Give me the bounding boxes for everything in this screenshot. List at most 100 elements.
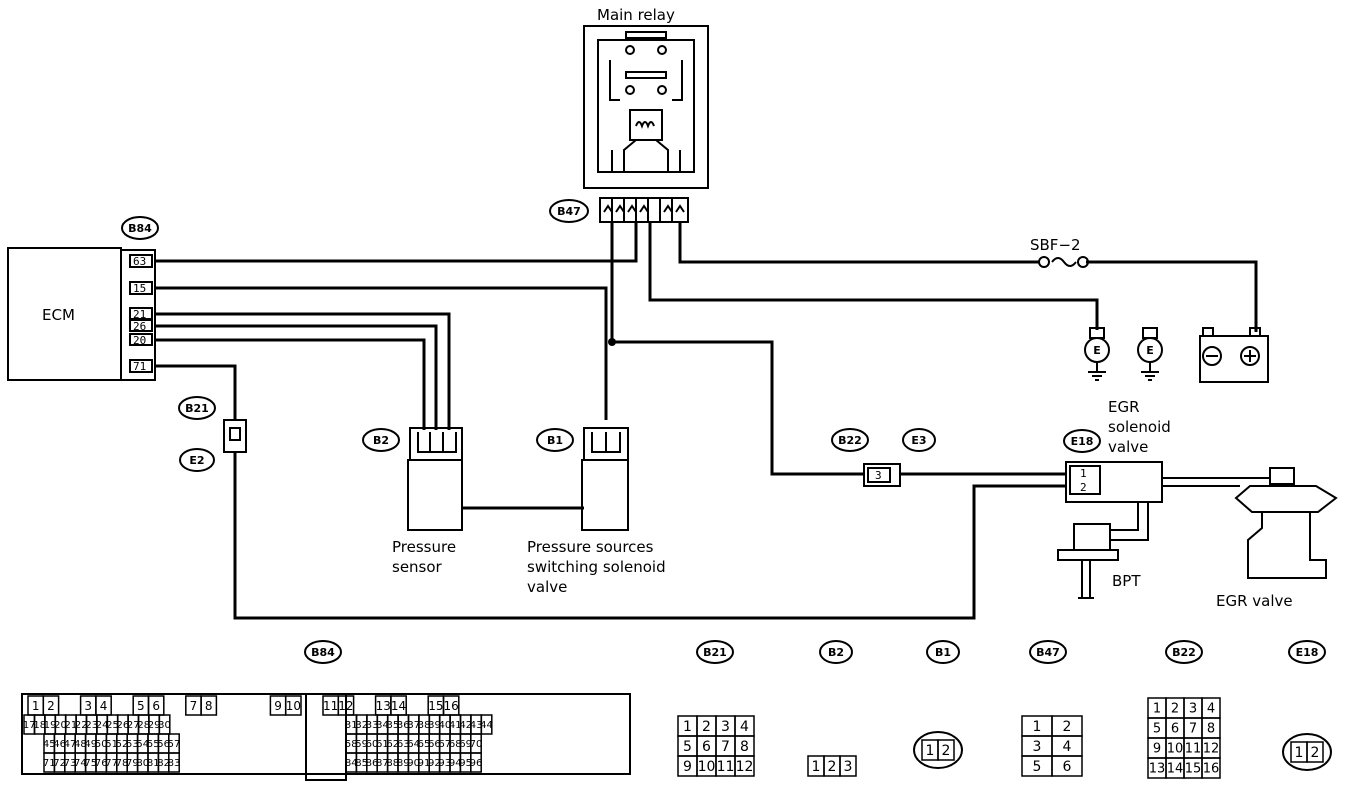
svg-text:3: 3: [875, 469, 882, 482]
pin-label: 70: [470, 739, 483, 750]
ecm-pin-63: 63: [129, 254, 153, 268]
svg-text:valve: valve: [1108, 438, 1148, 456]
pin-label: 79: [126, 758, 139, 769]
svg-text:B84: B84: [128, 222, 152, 235]
egr-valve: EGR valve: [1216, 467, 1338, 610]
ecm-pin-15: 15: [129, 281, 153, 295]
pin-label: 10: [286, 699, 301, 713]
pin-label: 4: [740, 719, 749, 735]
pin-label: 2: [1063, 719, 1072, 735]
pin-label: 16: [1203, 762, 1220, 777]
pin-label: 18: [33, 720, 46, 731]
svg-text:E3: E3: [911, 434, 926, 447]
pin-label: 3: [844, 759, 853, 775]
svg-text:Pressure: Pressure: [392, 538, 456, 556]
pin-label: 5: [1153, 722, 1161, 737]
pin-label: 83: [168, 758, 181, 769]
pin-label: 71: [43, 758, 56, 769]
svg-text:15: 15: [133, 282, 146, 295]
pin-label: 73: [64, 758, 77, 769]
pin-label: 15: [428, 699, 443, 713]
svg-text:E18: E18: [1071, 435, 1094, 448]
svg-text:B22: B22: [1172, 646, 1196, 659]
pin-label: 3: [721, 719, 730, 735]
pin-label: 1: [812, 759, 821, 775]
pin-label: 3: [1033, 739, 1042, 755]
pin-label: 46: [53, 739, 66, 750]
pin-label: 5: [137, 699, 145, 713]
pin-label: 7: [190, 699, 198, 713]
svg-text:26: 26: [133, 320, 146, 333]
pin-label: 45: [43, 739, 56, 750]
pin-label: 10: [698, 759, 716, 775]
ecm-pin-26: 26: [129, 319, 153, 333]
pin-label: 1: [32, 699, 40, 713]
pin-label: 77: [105, 758, 118, 769]
pin-label: 63: [397, 739, 410, 750]
pin-label: 41: [449, 720, 462, 731]
pin-label: 6: [702, 739, 711, 755]
egr-solenoid-valve: EGR solenoid valve E18 1 2: [1063, 398, 1270, 541]
pin-label: 89: [397, 758, 410, 769]
pin-label: 23: [85, 720, 98, 731]
pin-label: 90: [407, 758, 420, 769]
pin-label: 24: [96, 720, 109, 731]
pin-label: 1: [1153, 702, 1161, 717]
svg-text:B2: B2: [373, 434, 389, 447]
pin-label: 11: [1185, 742, 1202, 757]
pin-label: 7: [1189, 722, 1197, 737]
bottom-label-b47: B47: [1029, 640, 1067, 664]
sbf-2-fuse: SBF−2: [1030, 236, 1089, 268]
pin-label: 39: [428, 720, 441, 731]
svg-text:Pressure sources: Pressure sources: [527, 538, 654, 556]
pin-label: 69: [459, 739, 472, 750]
pin-label: 13: [376, 699, 391, 713]
b47-badge: B47: [549, 199, 589, 223]
svg-text:B1: B1: [547, 434, 563, 447]
bottom-label-e18: E18: [1288, 640, 1326, 664]
svg-text:EGR: EGR: [1108, 398, 1140, 416]
pin-label: 96: [470, 758, 483, 769]
b22-e3-connector: B22 E3 3: [831, 428, 936, 487]
pin-label: 80: [136, 758, 149, 769]
pin-label: 81: [147, 758, 160, 769]
pin-label: 12: [338, 699, 353, 713]
pin-label: 2: [828, 759, 837, 775]
pin-label: 93: [438, 758, 451, 769]
pin-label: 94: [449, 758, 462, 769]
pin-label: 68: [449, 739, 462, 750]
pin-label: 1: [1295, 745, 1304, 761]
ecm: ECM 63 15 21 26 20 71: [7, 247, 156, 381]
pin-label: 67: [438, 739, 451, 750]
pin-label: 34: [376, 720, 389, 731]
pin-label: 16: [444, 699, 459, 713]
pin-label: 54: [136, 739, 149, 750]
svg-text:2: 2: [1080, 481, 1087, 494]
pin-label: 11: [717, 759, 735, 775]
pin-label: 30: [158, 720, 171, 731]
pin-label: 37: [407, 720, 420, 731]
wires: [155, 222, 1258, 620]
svg-text:EGR valve: EGR valve: [1216, 592, 1293, 610]
pin-label: 38: [418, 720, 431, 731]
pin-label: 51: [105, 739, 118, 750]
pin-label: 78: [116, 758, 129, 769]
svg-text:20: 20: [133, 334, 146, 347]
pin-label: 4: [1207, 702, 1215, 717]
pin-label: 74: [74, 758, 87, 769]
pin-label: 86: [366, 758, 379, 769]
bottom-label-b22: B22: [1165, 640, 1203, 664]
pin-label: 2: [702, 719, 711, 735]
svg-text:B47: B47: [557, 205, 581, 218]
ecm-pin-71: 71: [129, 359, 153, 373]
pin-label: 5: [1033, 759, 1042, 775]
svg-text:B1: B1: [935, 646, 951, 659]
svg-text:BPT: BPT: [1112, 572, 1141, 590]
svg-text:B21: B21: [703, 646, 727, 659]
pin-label: 1: [926, 743, 935, 759]
bottom-label-b1: B1: [926, 640, 960, 664]
